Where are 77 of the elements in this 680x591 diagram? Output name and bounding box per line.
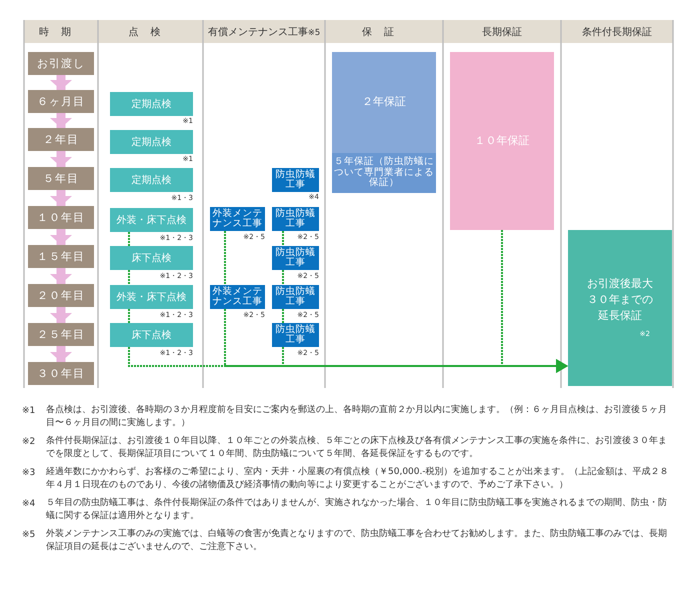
period-box [28,52,94,75]
dotted-line [128,309,130,323]
maintenance-text: 外装メンテナンス工事 [212,286,264,308]
inspection-text: 床下点検 [132,252,172,264]
period-text: １０年目 [37,212,85,224]
note-mark: ※3 [22,468,36,478]
dotted-line [128,270,130,285]
note-mark: ※1 [22,406,36,416]
warranty-text: ２年保証 [361,96,407,108]
down-arrow [50,229,72,245]
inspection-box [110,168,193,192]
period-text: ２年目 [43,134,79,146]
note-text: ５年目の防虫防蟻工事は、条件付長期保証の条件ではありませんが、実施されなかった場合、１０年目に防虫防蟻工事を実施されるまでの期間、防虫・防蟻に関する保証は適用外となります。 [46,497,668,523]
column-header: 保証 [361,26,407,40]
period-box [28,90,94,113]
down-arrow [50,113,72,128]
period-box [28,323,94,346]
down-arrow [50,75,72,90]
inspection-box [110,323,193,347]
inspection-box [110,285,193,309]
warranty-text: ５年保証（防虫防蟻について専門業者による保証） [334,157,434,189]
period-box [28,245,94,268]
note-mark: ※4 [22,499,36,509]
extended-warranty-box [568,230,672,386]
inspection-text: 定期点検 [132,136,172,148]
note-text: 条件付長期保証は、お引渡後１０年目以降、１０年ごとの外装点検、５年ごとの床下点検及び各有償メンテナンス工事の実施を条件に、お引渡後３０年までを限度として、長期保証項目について１０年間、防虫防蟻について５年間、各延長保証をするものです。 [46,435,668,461]
column-header: 条件付長期保証 [581,26,653,40]
inspection-box [110,208,193,232]
maintenance-text: 防虫防蟻工事 [274,286,316,308]
maintenance-text: 防虫防蟻工事 [274,170,316,190]
period-text: お引渡し [37,58,85,70]
inspection-box [110,92,193,116]
period-box [28,284,94,307]
maintenance-text: 防虫防蟻工事 [274,208,316,230]
down-arrow [50,268,72,284]
dotted-line [282,231,284,246]
maintenance-text: 防虫防蟻工事 [274,324,316,346]
period-text: ２５年目 [37,328,85,340]
period-box [28,128,94,151]
note-mark: ※2 [22,437,36,447]
dotted-line [128,232,130,246]
inspection-text: 定期点検 [132,98,172,110]
period-text: ２０年目 [37,290,85,302]
note-text: 経過年数にかかわらず、お客様のご希望により、室内・天井・小屋裏の有償点検（￥50,000.-税別）を追加することが出来ます。（上記金額は、平成２８年４月１日現在のものであり、今後の諸物価及び経済事情の動向等により変更することがございますので、予めご了承下さい。） [46,466,670,492]
dotted-line [282,270,284,285]
long-warranty-text: １０年保証 [474,135,530,147]
warranty-box [332,52,436,193]
down-arrow [50,346,72,362]
period-text: ６ヶ月目 [37,96,85,108]
inspection-box [110,130,193,154]
period-box [28,362,94,385]
inspection-box [110,246,193,270]
period-box [28,167,94,190]
maintenance-text: 外装メンテナンス工事 [212,208,264,230]
note-text: 外装メンテナンス工事のみの実施では、白蟻等の食害が免責となりますので、防虫防蟻工事を合わせてお勧めします。また、防虫防蟻工事のみでは、長期保証項目の延長はございませんので、ご注意下さい。 [46,528,668,554]
maintenance-text: 防虫防蟻工事 [274,248,316,268]
dotted-line [282,309,284,323]
dotted-arrow [501,230,568,373]
long-warranty-box [450,52,554,230]
column-header: 点検 [128,26,174,40]
down-arrow [50,307,72,323]
period-text: ３０年目 [37,368,85,380]
column-header: 長期保証 [481,26,523,40]
inspection-text: 定期点検 [132,174,172,186]
inspection-text: 外装・床下点検 [116,214,186,226]
down-arrow [50,190,72,206]
period-text: ５年目 [43,172,79,184]
period-box [28,206,94,229]
column-header: 時期 [38,26,84,40]
note-mark: ※5 [22,530,36,540]
period-text: １５年目 [37,250,85,262]
down-arrow [50,151,72,167]
extended-warranty-text: お引渡後最大３０年までの延長保証 [586,276,654,324]
note-text: 各点検は、お引渡後、各時期の３か月程度前を目安にご案内を郵送の上、各時期の直前２か月以内に実施します。（例：６ヶ月目点検は、お引渡後５ヶ月目〜６ヶ月目の間に実施します。） [46,404,668,430]
dotted-line [224,231,226,285]
inspection-text: 床下点検 [132,330,172,340]
inspection-text: 外装・床下点検 [116,292,186,302]
